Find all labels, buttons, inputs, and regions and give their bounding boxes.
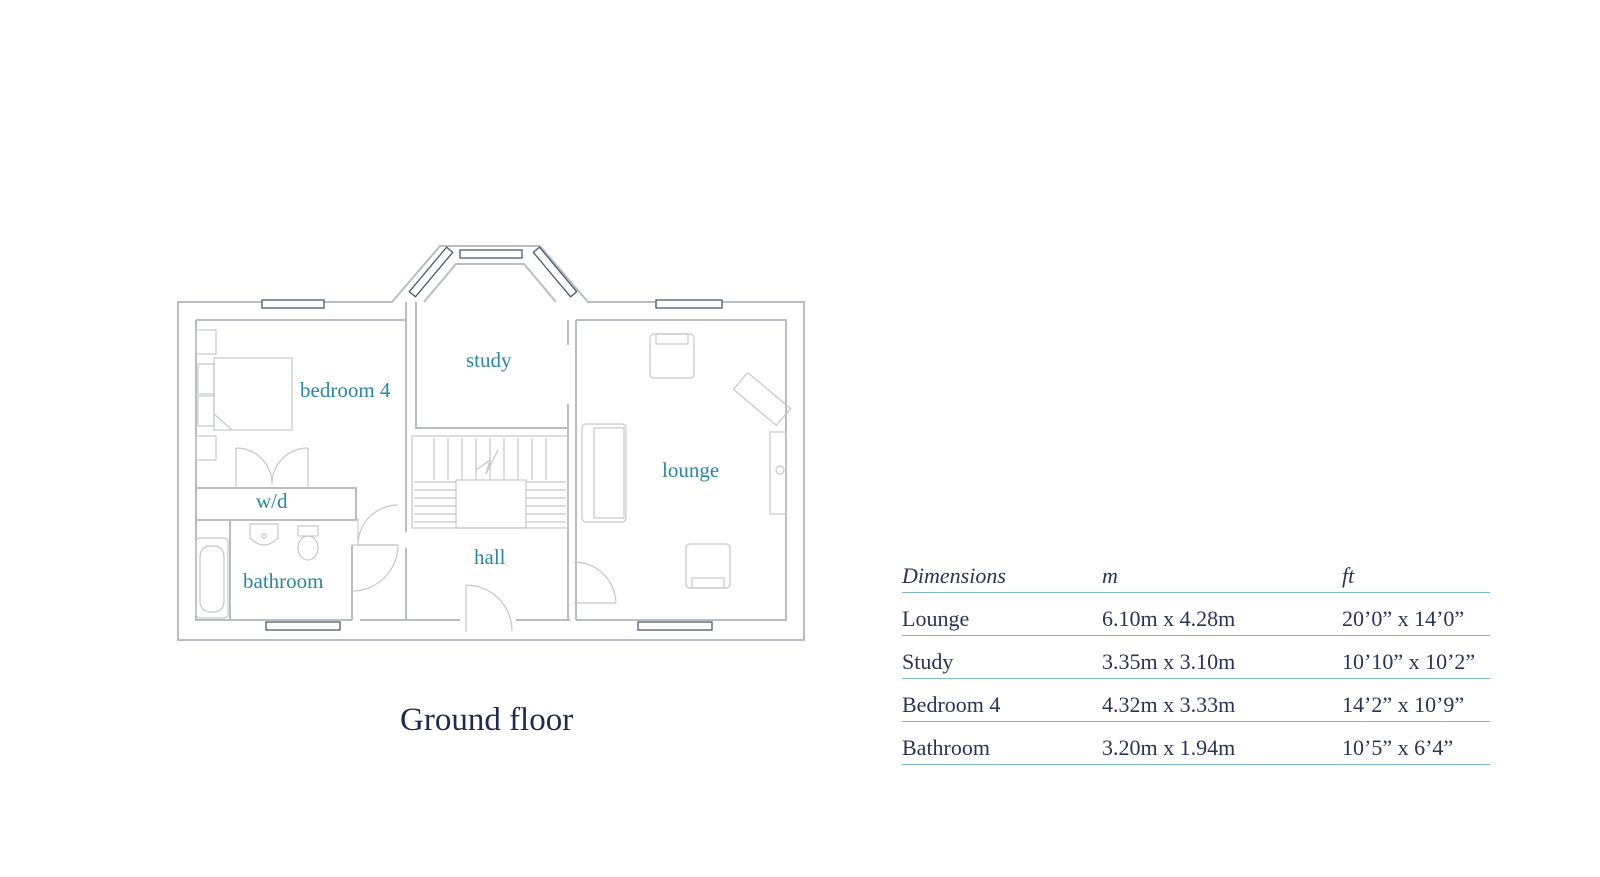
header-dimensions: Dimensions xyxy=(902,550,1102,593)
header-metres: m xyxy=(1102,550,1342,593)
room-feet: 20’0” x 14’0” xyxy=(1342,592,1490,636)
room-label-wardrobe: w/d xyxy=(256,489,288,513)
room-metres: 4.32m x 3.33m xyxy=(1102,678,1342,722)
table-row: Lounge 6.10m x 4.28m 20’0” x 14’0” xyxy=(902,592,1490,636)
room-feet: 14’2” x 10’9” xyxy=(1342,678,1490,722)
bed xyxy=(195,329,293,461)
room-label-hall: hall xyxy=(474,545,506,569)
table-row: Bathroom 3.20m x 1.94m 10’5” x 6’4” xyxy=(902,721,1490,765)
room-metres: 6.10m x 4.28m xyxy=(1102,592,1342,636)
room-metres: 3.20m x 1.94m xyxy=(1102,721,1342,765)
room-name: Bedroom 4 xyxy=(902,678,1102,722)
room-metres: 3.35m x 3.10m xyxy=(1102,635,1342,679)
room-label-bedroom-4: bedroom 4 xyxy=(300,378,391,402)
room-feet: 10’10” x 10’2” xyxy=(1342,635,1490,679)
room-label-study: study xyxy=(466,348,512,372)
room-label-bathroom: bathroom xyxy=(243,569,324,593)
lounge-furniture xyxy=(581,333,792,589)
header-feet: ft xyxy=(1342,550,1490,593)
room-name: Lounge xyxy=(902,592,1102,636)
room-name: Study xyxy=(902,635,1102,679)
staircase xyxy=(411,435,569,529)
doors xyxy=(235,447,617,632)
internal-walls xyxy=(196,302,577,620)
room-label-lounge: lounge xyxy=(662,458,720,482)
table-row: Study 3.35m x 3.10m 10’10” x 10’2” xyxy=(902,635,1490,679)
dimensions-table: Dimensions m ft Lounge 6.10m x 4.28m 20’… xyxy=(902,550,1490,765)
floor-title: Ground floor xyxy=(400,702,574,738)
bathroom-fixtures xyxy=(195,523,319,619)
room-feet: 10’5” x 6’4” xyxy=(1342,721,1490,765)
room-name: Bathroom xyxy=(902,721,1102,765)
dimensions-header-row: Dimensions m ft xyxy=(902,550,1490,593)
windows xyxy=(261,246,723,631)
table-row: Bedroom 4 4.32m x 3.33m 14’2” x 10’9” xyxy=(902,678,1490,722)
